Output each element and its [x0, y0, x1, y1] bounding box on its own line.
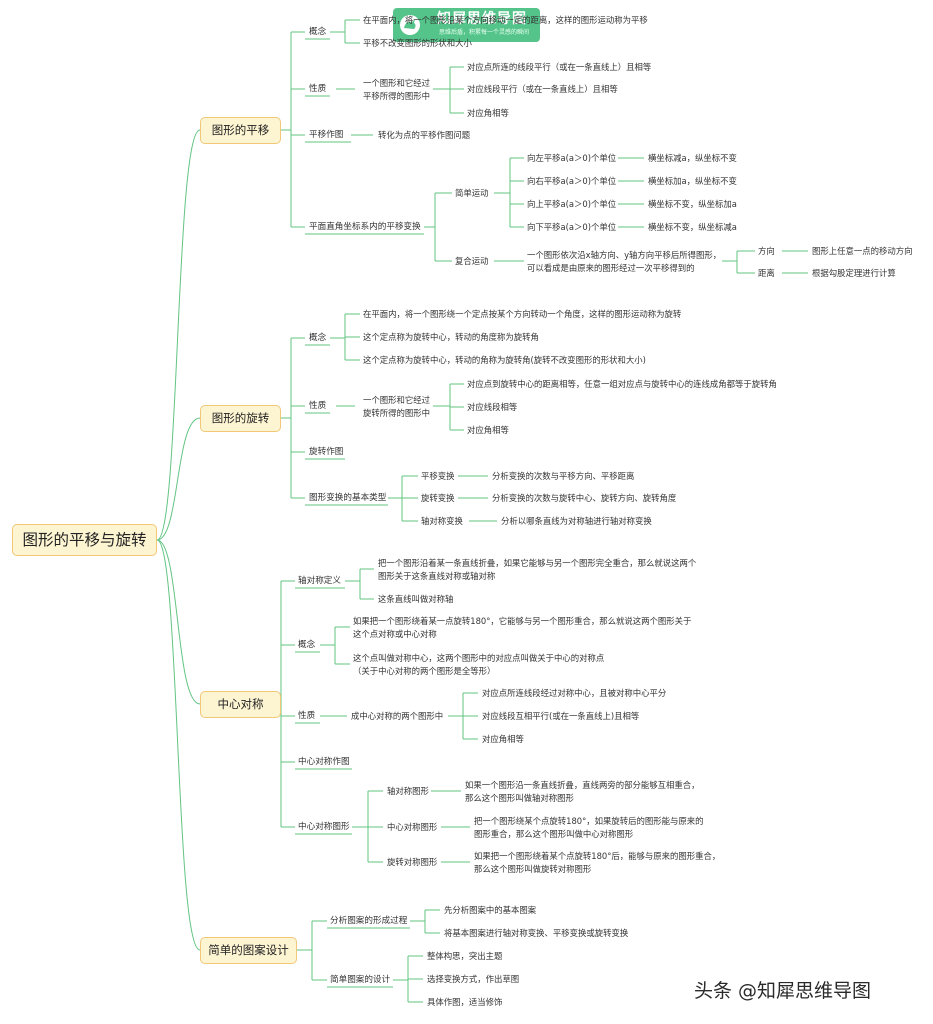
brand-name: 知犀思维导图	[437, 11, 527, 27]
node-translation-property-2[interactable]: 对应线段平行（或在一条直线上）且相等	[467, 84, 618, 94]
node-type-rotation-desc[interactable]: 分析变换的次数与旋转中心、旋转方向、旋转角度	[492, 493, 677, 503]
node-rotational-figure-desc[interactable]: 如果把一个图形绕着某个点旋转180°后，能够与原来的图形重合， 那么这个图形叫做…	[474, 851, 721, 874]
node-rotation-property-2[interactable]: 对应线段相等	[467, 402, 518, 412]
brand-slogan: 思维后盾，积累每一个灵感的瞬间	[439, 29, 530, 36]
node-axial-figure-desc[interactable]: 如果一个图形沿一条直线折叠，直线两旁的部分能够互相重合， 那么这个图形叫做轴对称…	[465, 780, 700, 803]
node-rotation-concept-1[interactable]: 在平面内，将一个图形绕一个定点按某个方向转动一个角度，这样的图形运动称为旋转	[363, 309, 682, 319]
node-rotation-concept[interactable]: 概念	[309, 333, 327, 343]
node-move-up[interactable]: 向上平移a(a＞0)个单位	[527, 199, 617, 209]
node-compound-motion-def[interactable]: 一个图形依次沿x轴方向、y轴方向平移后所得图形， 可以看成是由原来的图形经过一次…	[527, 250, 722, 273]
node-rotation-property-sub[interactable]: 一个图形和它经过 旋转所得的图形中	[363, 395, 430, 418]
node-move-right-result[interactable]: 横坐标加a，纵坐标不变	[648, 176, 737, 186]
node-central-figure[interactable]: 中心对称图形	[387, 822, 438, 832]
node-rotation-concept-2[interactable]: 这个定点称为旋转中心，转动的角度称为旋转角	[363, 332, 539, 342]
node-pattern-analysis[interactable]: 分析图案的形成过程	[330, 916, 408, 926]
node-simple-motion[interactable]: 简单运动	[455, 188, 489, 198]
node-rotational-figure[interactable]: 旋转对称图形	[387, 857, 438, 867]
node-central-concept-1[interactable]: 如果把一个图形绕着某一点旋转180°，它能够与另一个图形重合，那么就说这两个图形…	[353, 616, 692, 639]
node-type-reflection-desc[interactable]: 分析以哪条直线为对称轴进行轴对称变换	[501, 516, 652, 526]
root-topic[interactable]: 图形的平移与旋转	[12, 524, 157, 556]
node-central-concept[interactable]: 概念	[298, 640, 316, 650]
node-pattern-design-2[interactable]: 选择变换方式，作出草图	[427, 974, 520, 984]
branch-rotation[interactable]: 图形的旋转	[200, 405, 281, 432]
node-translation-concept[interactable]: 概念	[309, 27, 327, 37]
branch-translation[interactable]: 图形的平移	[200, 117, 281, 144]
node-translation-property[interactable]: 性质	[309, 84, 327, 94]
node-axial-figure[interactable]: 轴对称图形	[387, 786, 429, 796]
node-type-translation[interactable]: 平移变换	[421, 471, 455, 481]
node-translation-drawing-1[interactable]: 转化为点的平移作图问题	[378, 130, 471, 140]
node-pattern-design-3[interactable]: 具体作图，适当修饰	[427, 997, 503, 1007]
node-rotation-concept-3[interactable]: 这个定点称为旋转中心，转动的角称为旋转角(旋转不改变图形的形状和大小)	[363, 355, 646, 365]
node-pattern-design-1[interactable]: 整体构思，突出主题	[427, 951, 503, 961]
brand-logo: 知犀思维导图 思维后盾，积累每一个灵感的瞬间	[393, 8, 540, 42]
node-pattern-design[interactable]: 简单图案的设计	[330, 975, 391, 985]
node-pattern-analysis-1[interactable]: 先分析图案中的基本图案	[444, 905, 537, 915]
node-central-property-3[interactable]: 对应角相等	[482, 734, 524, 744]
node-direction-desc[interactable]: 图形上任意一点的移动方向	[812, 246, 913, 256]
node-central-figure-desc[interactable]: 把一个图形绕某个点旋转180°，如果旋转后的图形能与原来的 图形重合，那么这个图…	[474, 816, 704, 839]
branch-central-symmetry[interactable]: 中心对称	[200, 691, 281, 718]
node-transform-types[interactable]: 图形变换的基本类型	[309, 493, 387, 503]
node-translation-property-3[interactable]: 对应角相等	[467, 108, 509, 118]
node-distance-desc[interactable]: 根据勾股定理进行计算	[812, 268, 896, 278]
node-compound-motion[interactable]: 复合运动	[455, 256, 489, 266]
node-central-property-1[interactable]: 对应点所连线段经过对称中心，且被对称中心平分	[482, 688, 667, 698]
node-axial-symmetry-def[interactable]: 轴对称定义	[298, 576, 341, 586]
node-translation-concept-def[interactable]: 在平面内，将一个图形沿某个方向移动一定的距离，这样的图形运动称为平移	[363, 15, 648, 25]
node-move-right[interactable]: 向右平移a(a＞0)个单位	[527, 176, 617, 186]
rhino-logo-icon	[400, 15, 420, 35]
watermark: 头条 @知犀思维导图	[694, 980, 872, 1002]
node-central-property-2[interactable]: 对应线段互相平行(或在一条直线上)且相等	[482, 711, 640, 721]
node-move-left-result[interactable]: 横坐标减a，纵坐标不变	[648, 153, 737, 163]
node-direction[interactable]: 方向	[758, 246, 775, 256]
node-rotation-property-1[interactable]: 对应点到旋转中心的距离相等，任意一组对应点与旋转中心的连线成角都等于旋转角	[467, 379, 777, 389]
node-rotation-property[interactable]: 性质	[309, 401, 327, 411]
node-central-drawing[interactable]: 中心对称作图	[298, 757, 350, 767]
node-type-translation-desc[interactable]: 分析变换的次数与平移方向、平移距离	[492, 471, 635, 481]
node-central-property-sub[interactable]: 成中心对称的两个图形中	[351, 711, 444, 721]
node-central-figures[interactable]: 中心对称图形	[298, 822, 350, 832]
node-move-up-result[interactable]: 横坐标不变，纵坐标加a	[648, 199, 737, 209]
node-move-down[interactable]: 向下平移a(a＞0)个单位	[527, 222, 617, 232]
node-translation-coordinate[interactable]: 平面直角坐标系内的平移变换	[309, 222, 421, 232]
node-translation-property-sub[interactable]: 一个图形和它经过 平移所得的图形中	[363, 78, 430, 101]
node-central-property[interactable]: 性质	[298, 711, 316, 721]
node-distance[interactable]: 距离	[758, 268, 775, 278]
node-move-left[interactable]: 向左平移a(a＞0)个单位	[527, 153, 617, 163]
node-translation-property-1[interactable]: 对应点所连的线段平行（或在一条直线上）且相等	[467, 62, 652, 72]
node-translation-drawing[interactable]: 平移作图	[309, 130, 344, 140]
node-axial-symmetry-def-1[interactable]: 把一个图形沿着某一条直线折叠，如果它能够与另一个图形完全重合，那么就说这两个 图…	[378, 558, 697, 581]
node-central-concept-2[interactable]: 这个点叫做对称中心，这两个图形中的对应点叫做关于中心的对称点 （关于中心对称的两…	[353, 653, 605, 676]
node-pattern-analysis-2[interactable]: 将基本图案进行轴对称变换、平移变换或旋转变换	[444, 928, 629, 938]
node-rotation-property-3[interactable]: 对应角相等	[467, 425, 509, 435]
node-move-down-result[interactable]: 横坐标不变，纵坐标减a	[648, 222, 737, 232]
node-translation-concept-invariant[interactable]: 平移不改变图形的形状和大小	[363, 38, 472, 48]
branch-pattern-design[interactable]: 简单的图案设计	[200, 937, 297, 964]
node-type-reflection[interactable]: 轴对称变换	[421, 516, 463, 526]
node-rotation-drawing[interactable]: 旋转作图	[309, 447, 344, 457]
node-type-rotation[interactable]: 旋转变换	[421, 493, 455, 503]
node-axial-symmetry-def-2[interactable]: 这条直线叫做对称轴	[378, 594, 454, 604]
